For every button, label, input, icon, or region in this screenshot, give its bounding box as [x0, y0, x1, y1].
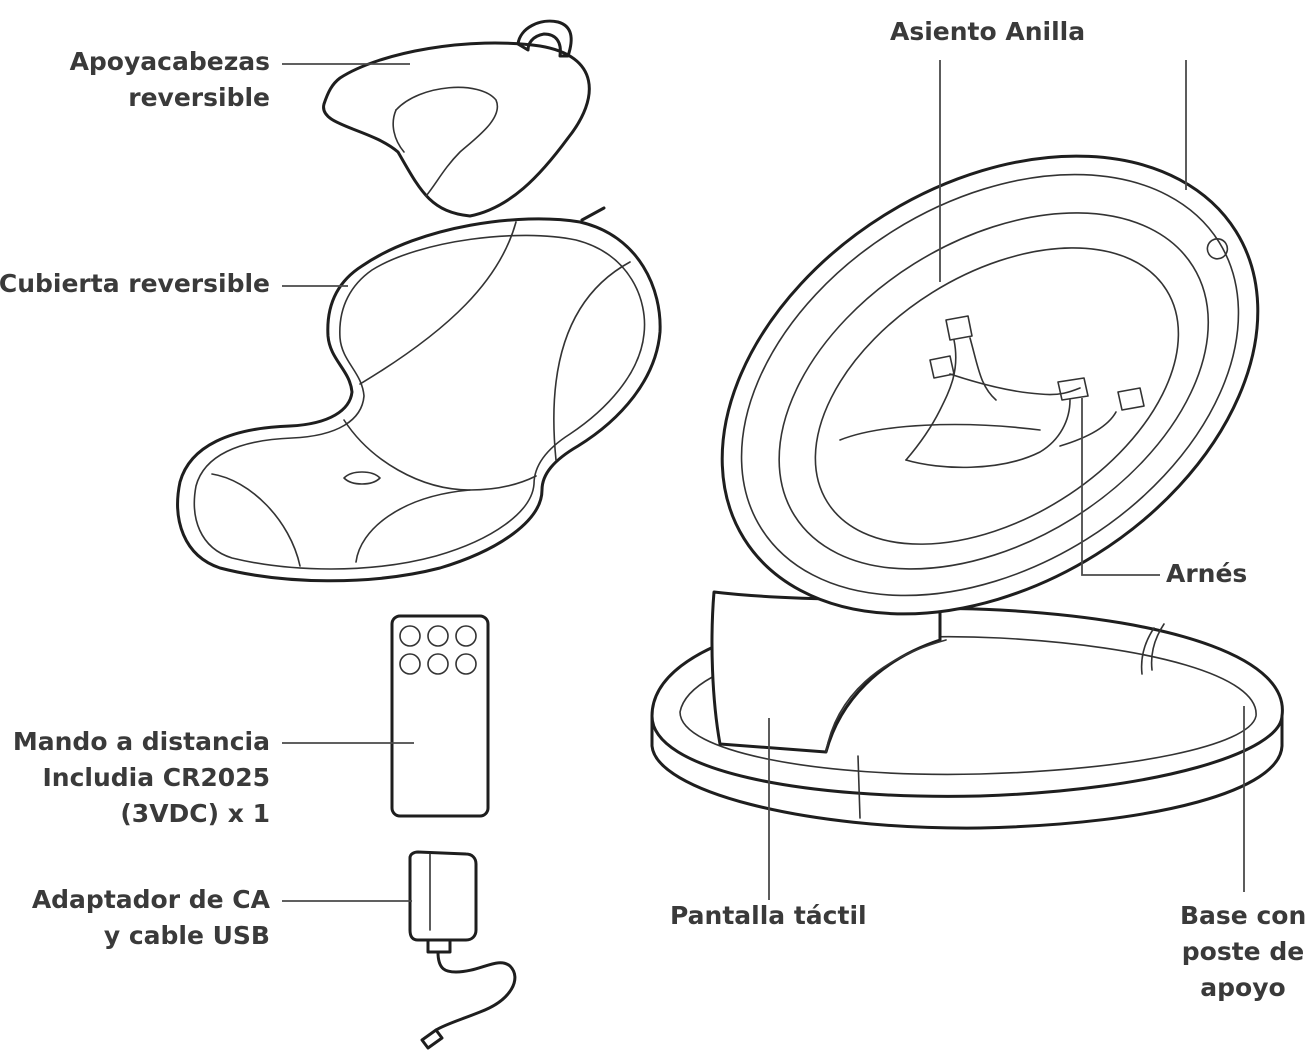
seat-ring-label: Asiento Anilla — [890, 14, 1085, 50]
adapter-label-line-2: y cable USB — [103, 921, 270, 950]
harness-leader-line — [1081, 398, 1160, 576]
base-label-line-2: poste de — [1181, 937, 1305, 966]
headrest-label-line-2: reversible — [128, 83, 270, 112]
remote-illustration — [390, 614, 490, 818]
base-label-line-3: apoyo — [1200, 973, 1286, 1002]
remote-label: Mando a distancia Includia CR2025 (3VDC)… — [13, 724, 270, 832]
cover-label-text: Cubierta reversible — [0, 269, 270, 298]
remote-label-line-3: (3VDC) x 1 — [120, 799, 270, 828]
adapter-label: Adaptador de CA y cable USB — [32, 882, 270, 954]
harness-label-text: Arnés — [1166, 559, 1248, 588]
adapter-label-line-1: Adaptador de CA — [31, 885, 270, 914]
headrest-illustration — [322, 19, 591, 218]
remote-label-line-2: Includia CR2025 — [42, 763, 270, 792]
cover-label: Cubierta reversible — [0, 266, 270, 302]
base-label: Base con poste de apoyo — [1180, 898, 1306, 1006]
swing-illustration — [650, 154, 1284, 830]
base-label-line-1: Base con — [1180, 901, 1307, 930]
leader-lines — [282, 60, 1245, 902]
remote-label-line-1: Mando a distancia — [12, 727, 270, 756]
headrest-label-line-1: Apoyacabezas — [69, 47, 270, 76]
seat-ring-label-text: Asiento Anilla — [890, 17, 1086, 46]
adapter-illustration — [408, 850, 517, 1050]
cover-illustration — [176, 206, 662, 583]
headrest-label: Apoyacabezas reversible — [70, 44, 270, 116]
touchscreen-label-text: Pantalla táctil — [670, 901, 867, 930]
harness-label: Arnés — [1166, 556, 1247, 592]
touchscreen-label: Pantalla táctil — [670, 898, 867, 934]
